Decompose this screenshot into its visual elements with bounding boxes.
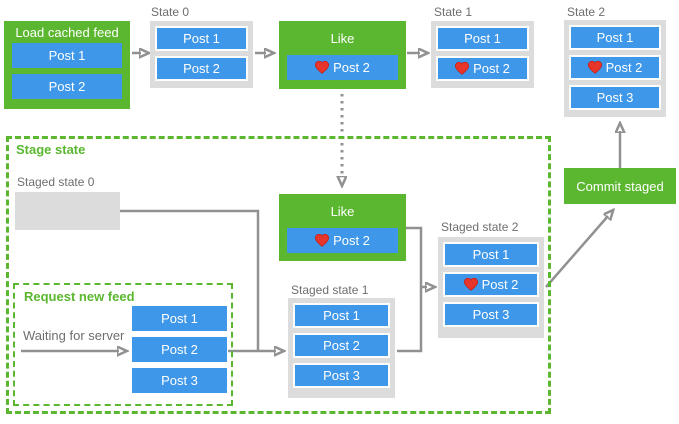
load-cached-feed-title: Load cached feed	[15, 25, 119, 40]
like-action-title: Like	[330, 31, 355, 46]
request-feed-posts: Post 1 Post 2 Post 3	[132, 306, 227, 393]
state2-box: Post 1 Post 2 Post 3	[564, 20, 666, 117]
post-label: Post 2	[605, 60, 643, 75]
post: Post 1	[569, 25, 661, 50]
staged-state2-box: Post 1 Post 2 Post 3	[438, 237, 544, 338]
waiting-for-server-text: Waiting for server	[23, 328, 125, 343]
staged-like-action-box: Like Post 2	[279, 194, 406, 261]
post: Post 3	[443, 302, 539, 327]
like-action-box: Like Post 2	[279, 21, 406, 89]
staged-state1-box: Post 1 Post 2 Post 3	[288, 298, 395, 398]
arrow-staged2-to-commit	[545, 216, 608, 288]
liked-post: Post 2	[436, 56, 529, 81]
post-label: Post 2	[481, 277, 519, 292]
liked-post: Post 2	[287, 228, 398, 253]
state1-box: Post 1 Post 2	[431, 21, 534, 88]
state2-label: State 2	[567, 5, 606, 19]
staged-like-action-title: Like	[330, 204, 355, 219]
post-label: Post 2	[333, 60, 370, 75]
staged-state0-label: Staged state 0	[17, 175, 95, 189]
state1-label: State 1	[434, 5, 473, 19]
post: Post 1	[132, 306, 227, 331]
liked-post: Post 2	[287, 55, 398, 80]
liked-post: Post 2	[569, 55, 661, 80]
post: Post 3	[569, 85, 661, 110]
state0-box: Post 1 Post 2	[150, 21, 253, 88]
post-label: Post 2	[473, 61, 510, 76]
heart-icon	[315, 55, 330, 80]
post: Post 2	[155, 56, 248, 81]
post-label: Post 2	[333, 233, 370, 248]
request-new-feed-title: Request new feed	[24, 289, 135, 304]
request-new-feed-container: Request new feed Waiting for server Post…	[13, 283, 233, 406]
heart-icon	[463, 274, 478, 295]
post: Post 1	[12, 43, 122, 68]
staged-state0-box	[15, 192, 120, 230]
commit-staged-box: Commit staged	[564, 168, 676, 204]
liked-post: Post 2	[443, 272, 539, 297]
post: Post 1	[155, 26, 248, 51]
post: Post 2	[12, 74, 122, 99]
staged-state1-label: Staged state 1	[291, 283, 369, 297]
commit-staged-label: Commit staged	[576, 178, 664, 194]
post: Post 2	[293, 333, 390, 358]
load-cached-feed-box: Load cached feed Post 1 Post 2	[4, 21, 130, 109]
heart-icon	[587, 57, 602, 78]
heart-icon	[315, 228, 330, 253]
stage-state-title: Stage state	[16, 142, 86, 157]
post: Post 1	[436, 26, 529, 51]
post: Post 1	[293, 303, 390, 328]
post: Post 3	[293, 363, 390, 388]
post: Post 3	[132, 368, 227, 393]
heart-icon	[455, 58, 470, 79]
staged-state2-label: Staged state 2	[441, 220, 519, 234]
post: Post 1	[443, 242, 539, 267]
post: Post 2	[132, 337, 227, 362]
stage-state-container	[6, 136, 551, 414]
state0-label: State 0	[151, 5, 190, 19]
